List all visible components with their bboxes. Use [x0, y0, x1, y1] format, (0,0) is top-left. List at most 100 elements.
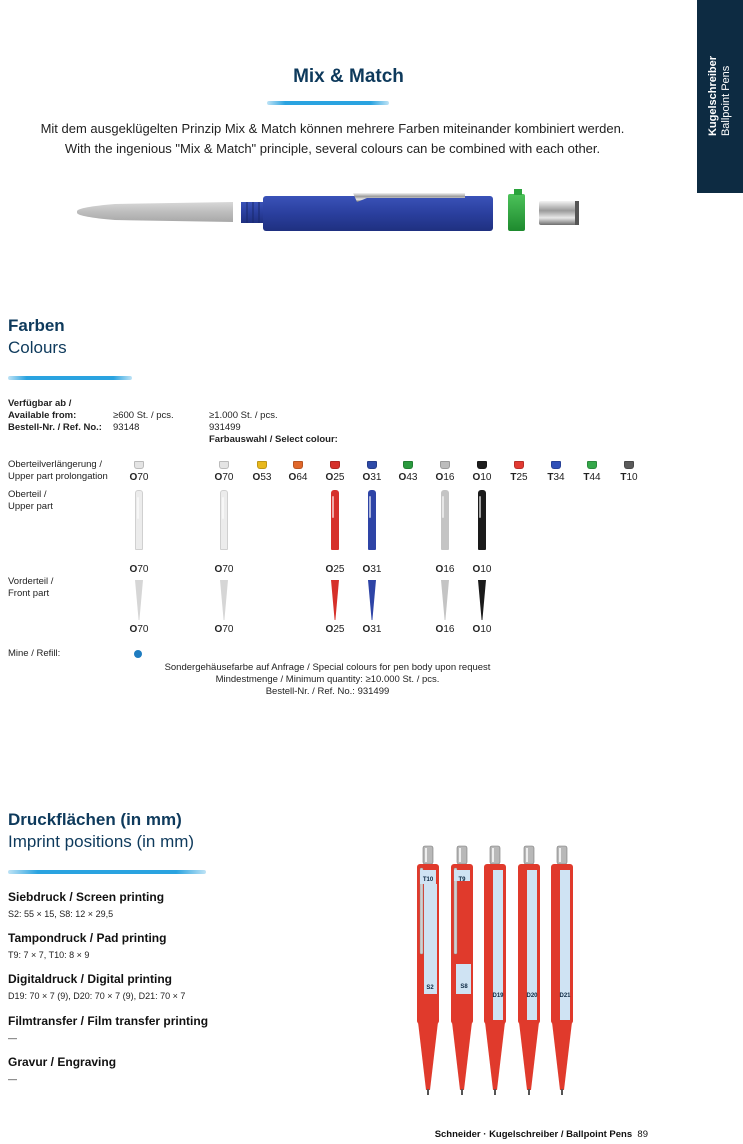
imprint-method-detail: T9: 7 × 7, T10: 8 × 9: [8, 950, 90, 960]
front-part-code: O25: [325, 624, 345, 635]
row-label-front: Vorderteil /Front part: [8, 576, 54, 599]
upper-part-code: O25: [325, 564, 345, 575]
imprint-pen: D19: [484, 845, 506, 1095]
title-underline: [267, 101, 389, 105]
upper-part-code: O16: [435, 564, 455, 575]
colours-title-en: Colours: [8, 338, 67, 357]
imprint-method-detail: S2: 55 × 15, S8: 12 × 29,5: [8, 909, 114, 919]
svg-text:D21: D21: [559, 993, 571, 999]
section-tab: Kugelschreiber Ballpoint Pens: [697, 0, 743, 193]
cap-code: T44: [583, 472, 601, 483]
cap-code: O25: [325, 472, 345, 483]
cap-code: O31: [362, 472, 382, 483]
imprint-title-en: Imprint positions (in mm): [8, 832, 195, 851]
cap-code: O64: [288, 472, 308, 483]
mixmatch-text-de: Mit dem ausgeklügelten Prinzip Mix & Mat…: [40, 121, 625, 136]
front-part-swatch: [220, 580, 228, 620]
imprint-method-detail: D19: 70 × 7 (9), D20: 70 × 7 (9), D21: 7…: [8, 991, 186, 1001]
upper-part-code: O31: [362, 564, 382, 575]
section-tab-subtitle: Ballpoint Pens: [720, 65, 732, 137]
imprint-method-title: Digitaldruck / Digital printing: [8, 972, 173, 986]
svg-text:S8: S8: [460, 984, 468, 990]
availability-600: ≥600 St. / pcs.93148: [113, 410, 174, 433]
page-number: 89: [637, 1129, 648, 1140]
cap-code: O70: [214, 472, 234, 483]
special-ref-note: Bestell-Nr. / Ref. No.: 931499: [265, 686, 390, 697]
front-part-code: O70: [214, 624, 234, 635]
front-part-code: O10: [472, 624, 492, 635]
availability-labels: Verfügbar ab /Available from:Bestell-Nr.…: [8, 398, 102, 433]
mixmatch-text-en: With the ingenious "Mix & Match" princip…: [64, 141, 601, 156]
section-tab-title: Kugelschreiber: [707, 55, 719, 137]
imprint-method-detail: —: [8, 1033, 17, 1043]
front-part-swatch: [478, 580, 486, 620]
front-part-code: O31: [362, 624, 382, 635]
front-part-swatch: [441, 580, 449, 620]
upper-part-swatch: [441, 490, 449, 550]
refill-dot: [134, 650, 142, 658]
svg-text:T9: T9: [458, 877, 466, 883]
cap-swatch: [257, 461, 267, 469]
imprint-underline: [8, 870, 206, 874]
colours-underline: [8, 376, 132, 380]
cap-code: O53: [252, 472, 272, 483]
svg-text:D19: D19: [492, 993, 504, 999]
cap-swatch: [514, 461, 524, 469]
cap-swatch: [403, 461, 413, 469]
imprint-title-de: Druckflächen (in mm): [8, 810, 182, 829]
tip-part: [77, 202, 233, 222]
cap-code: T10: [620, 472, 638, 483]
cap-swatch: [330, 461, 340, 469]
cap-swatch: [367, 461, 377, 469]
front-part-swatch: [331, 580, 339, 620]
imprint-method-detail: —: [8, 1074, 17, 1084]
svg-text:S2: S2: [426, 985, 434, 991]
barrel-part: [241, 193, 493, 231]
upper-part-code: O70: [214, 564, 234, 575]
special-colour-note: Sondergehäusefarbe auf Anfrage / Special…: [164, 662, 491, 673]
minimum-quantity-note: Mindestmenge / Minimum quantity: ≥10.000…: [215, 674, 440, 685]
upper-part-code: O70: [129, 564, 149, 575]
row-label-refill: Mine / Refill:: [8, 648, 61, 659]
upper-part-swatch: [331, 490, 339, 550]
upper-part-swatch: [220, 490, 228, 550]
imprint-method-title: Siebdruck / Screen printing: [8, 890, 165, 904]
cap-swatch: [219, 461, 229, 469]
exploded-pen-image: [77, 189, 579, 231]
svg-text:D20: D20: [526, 993, 538, 999]
cap-code: O43: [398, 472, 418, 483]
upper-part-swatch: [368, 490, 376, 550]
upper-part-swatch: [478, 490, 486, 550]
imprint-method-title: Tampondruck / Pad printing: [8, 931, 167, 945]
front-part-code: O70: [129, 624, 149, 635]
mixmatch-title: Mix & Match: [293, 66, 404, 87]
cap-swatch: [551, 461, 561, 469]
green-ring-part: [508, 189, 525, 231]
row-label-prolongation: Oberteilverlängerung /Upper part prolong…: [8, 459, 108, 482]
cap-code: O10: [472, 472, 492, 483]
cap-swatch: [624, 461, 634, 469]
page-footer: Schneider · Kugelschreiber / Ballpoint P…: [434, 1129, 648, 1140]
cap-code: O16: [435, 472, 455, 483]
cap-code: O70: [129, 472, 149, 483]
cap-code: T34: [547, 472, 565, 483]
imprint-method-title: Filmtransfer / Film transfer printing: [8, 1014, 209, 1028]
imprint-pen: D20: [518, 845, 540, 1095]
chrome-button-part: [539, 201, 579, 225]
upper-part-code: O10: [472, 564, 492, 575]
upper-part-swatch: [135, 490, 143, 550]
cap-code: T25: [510, 472, 528, 483]
cap-swatch: [587, 461, 597, 469]
section-tab-text: Kugelschreiber Ballpoint Pens: [707, 56, 733, 136]
front-part-code: O16: [435, 624, 455, 635]
row-label-upper: Oberteil /Upper part: [8, 489, 53, 512]
front-part-swatch: [368, 580, 376, 620]
imprint-method-title: Gravur / Engraving: [8, 1055, 117, 1069]
cap-swatch: [293, 461, 303, 469]
colours-title-de: Farben: [8, 316, 65, 335]
cap-swatch: [440, 461, 450, 469]
cap-swatch: [134, 461, 144, 469]
